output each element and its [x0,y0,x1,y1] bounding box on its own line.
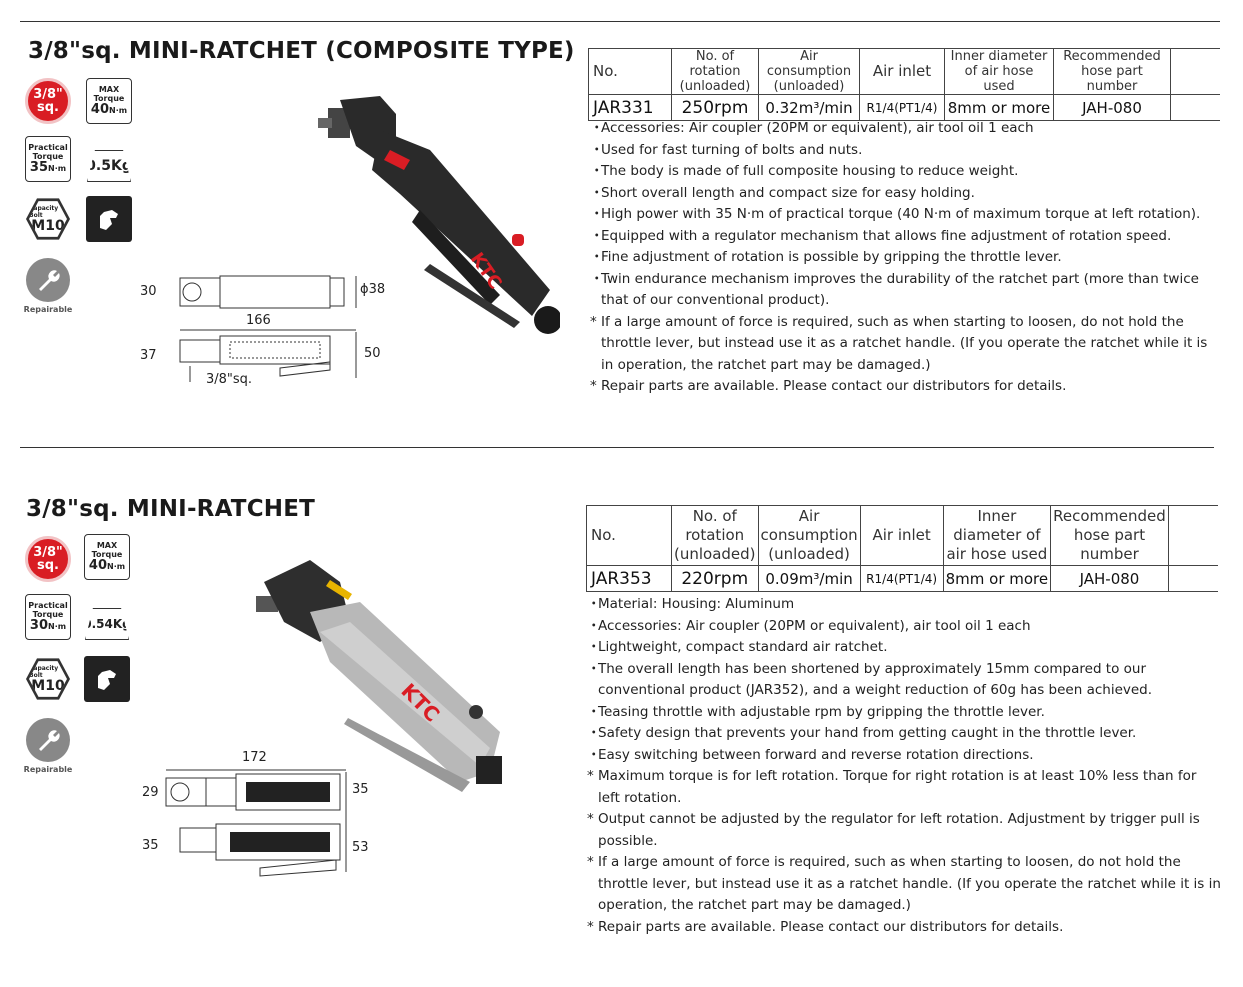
dim-height-50: 50 [364,346,381,361]
cell-air-consumption: 0.32m³/min [758,94,860,121]
cell-blank [1170,94,1220,121]
list-item: ・The body is made of full composite hous… [590,163,1019,179]
list-item: ・Accessories: Air coupler (20PM or equiv… [590,120,1034,136]
capacity-bolt-badge: Capacity Bolt M10 [25,196,71,242]
dim-square-drive: 3/8"sq. [206,372,253,387]
grip-hand-icon [84,656,130,702]
section-divider-top [20,21,1220,22]
repairable-badge: Repairable [24,718,72,780]
col-header-blank [1170,48,1220,95]
list-item: ・Safety design that prevents your hand f… [587,725,1137,741]
cell-rotation: 250rpm [671,94,759,121]
col-header-hose-diameter: Inner diameter of air hose used [944,48,1054,95]
list-item: ・Accessories: Air coupler (20PM or equiv… [587,617,1031,634]
list-item: *Repair parts are available. Please cont… [590,378,1067,394]
list-item: *If a large amount of force is required,… [587,854,1221,913]
dim-length-166: 166 [246,313,271,328]
wrench-icon [26,718,70,762]
practical-torque-badge: Practical Torque 30N·m [25,594,71,640]
cell-hose-part: JAH-080 [1050,565,1169,592]
grip-hand-icon [86,196,132,242]
cell-air-inlet: R1/4(PT1/4) [859,94,945,121]
max-torque-badge: MAX Torque 40N·m [84,534,130,580]
spec-table-jar353: No. No. of rotation (unloaded) Air consu… [586,505,1218,592]
cell-air-consumption: 0.09m³/min [757,565,861,592]
list-item: *Output cannot be adjusted by the regula… [587,811,1200,849]
max-torque-badge: MAX Torque 40N·m [86,78,132,124]
product-image-jar353: KTC [256,560,502,792]
capacity-bolt-badge: Capacity Bolt M10 [25,656,71,702]
weight-badge: 0.5Kg [86,136,132,182]
col-header-hose-part: Recommended hose part number [1053,48,1171,95]
list-item: *Repair parts are available. Please cont… [587,918,1064,935]
list-item: ・Used for fast turning of bolts and nuts… [590,141,863,158]
list-item: ・Equipped with a regulator mechanism tha… [590,227,1172,244]
socket-size-badge: 3/8" sq. [25,536,71,582]
cell-model-number: JAR353 [586,565,672,592]
practical-torque-badge: Practical Torque 35N·m [25,136,71,182]
dim-height-37: 37 [140,348,157,363]
col-header-no: No. [588,48,672,95]
product-image-jar331: KTC [318,96,560,334]
socket-size-badge: 3/8" sq. [25,78,71,124]
section-divider-middle [20,447,1214,448]
cell-air-inlet: R1/4(PT1/4) [859,565,944,592]
list-item: ・Material: Housing: Aluminum [587,596,795,612]
cell-hose-part: JAH-080 [1053,94,1171,121]
cell-model-number: JAR331 [588,94,672,121]
spec-table-jar331: No. No. of rotation (unloaded) Air consu… [588,48,1220,121]
cell-hose-diameter: 8mm or more [942,565,1052,592]
dimension-drawing-jar353 [165,769,347,877]
feature-list-jar331: ・Accessories: Air coupler (20PM or equiv… [590,118,1222,398]
list-item: ・Twin endurance mechanism improves the d… [590,270,1199,309]
col-header-rotation: No. of rotation (unloaded) [671,505,759,566]
cell-hose-diameter: 8mm or more [944,94,1054,121]
col-header-blank [1167,505,1218,566]
product-title: 3/8"sq. MINI-RATCHET [26,496,316,522]
repairable-badge: Repairable [24,258,72,320]
wrench-icon [26,258,70,302]
list-item: *If a large amount of force is required,… [590,313,1208,373]
dim-height-29: 29 [142,785,159,800]
dim-height-53: 53 [352,840,369,855]
col-header-rotation: No. of rotation (unloaded) [671,48,759,95]
product-title: 3/8"sq. MINI-RATCHET (COMPOSITE TYPE) [28,38,575,64]
col-header-air-inlet: Air inlet [859,48,945,95]
feature-list-jar353: ・Material: Housing: Aluminum ・Accessorie… [587,594,1221,938]
list-item: ・The overall length has been shortened b… [587,660,1153,699]
dim-diameter-38: ϕ38 [360,282,386,297]
dim-height-35-side: 35 [142,838,159,853]
list-item: ・Fine adjustment of rotation is possible… [590,249,1062,265]
weight-badge: 0.54Kg [84,594,130,640]
list-item: ・Teasing throttle with adjustable rpm by… [587,703,1045,720]
list-item: ・High power with 35 N·m of practical tor… [590,206,1201,222]
list-item: *Maximum torque is for left rotation. To… [587,768,1197,806]
cell-rotation: 220rpm [671,565,759,592]
list-item: ・Easy switching between forward and reve… [587,746,1034,763]
list-item: ・Lightweight, compact standard air ratch… [587,639,888,655]
col-header-no: No. [586,505,672,566]
dim-height-35-top: 35 [352,782,369,797]
col-header-hose-diameter: Inner diameter of air hose used [942,505,1052,566]
col-header-air-inlet: Air inlet [859,505,944,566]
list-item: ・Short overall length and compact size f… [590,184,975,201]
col-header-air-consumption: Air consumption (unloaded) [757,505,861,566]
col-header-air-consumption: Air consumption (unloaded) [758,48,860,95]
col-header-hose-part: Recommended hose part number [1050,505,1169,566]
dim-length-172: 172 [242,750,267,765]
dim-height-30: 30 [140,284,157,299]
cell-blank [1167,565,1218,592]
dimension-drawing-jar331 [179,275,357,382]
